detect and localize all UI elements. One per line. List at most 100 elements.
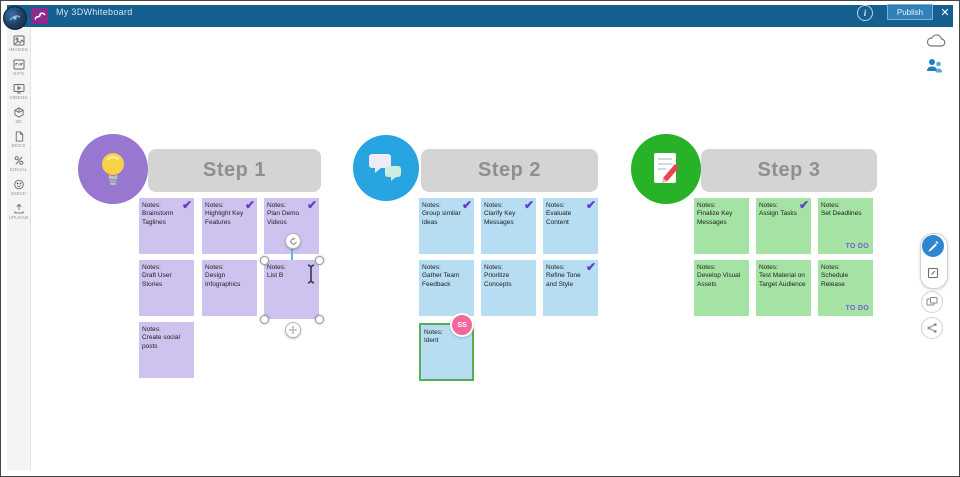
memo-pencil-icon xyxy=(654,153,679,183)
sidebar-item-upload[interactable]: UPLOAD xyxy=(7,203,30,220)
sticky-note[interactable]: Notes: Develop Visual Assets xyxy=(694,260,749,316)
note-text: Notes: Group similar ideas xyxy=(422,202,461,226)
check-icon: ✔ xyxy=(244,198,255,212)
check-icon: ✔ xyxy=(523,198,534,212)
rotate-handle[interactable] xyxy=(285,233,301,249)
upload-icon xyxy=(13,203,24,214)
media-sidebar: IMAGES GIFS VIDEOS 3D DOCS xyxy=(7,27,31,470)
step2-circle[interactable] xyxy=(353,135,419,201)
step2-banner[interactable]: Step 2 xyxy=(421,149,598,192)
note-icon xyxy=(927,267,939,279)
frames-icon xyxy=(926,297,938,306)
note-text: Notes: Gather Team Feedback xyxy=(422,264,460,288)
pen-tool-button[interactable] xyxy=(922,235,944,257)
sticky-note[interactable]: Notes: Evaluate Content ✔ xyxy=(543,198,598,254)
note-text: Notes: Design Infographics xyxy=(205,264,241,288)
note-text: Notes: Schedule Release xyxy=(821,264,849,288)
title-bar xyxy=(7,5,953,27)
sidebar-item-images[interactable]: IMAGES xyxy=(7,35,30,52)
speech-bubbles-icon xyxy=(369,154,401,181)
compass-icon xyxy=(9,15,21,21)
note-text: Notes: Brainstorm Taglines xyxy=(142,202,174,226)
note-tool-button[interactable] xyxy=(922,262,944,284)
note-text: Notes: Prioritize Concepts xyxy=(484,264,512,288)
publish-button[interactable]: Publish xyxy=(887,4,933,20)
sticky-note[interactable]: Notes: Draft User Stories xyxy=(139,260,194,316)
todo-label: TO DO xyxy=(845,242,869,250)
sidebar-item-social[interactable]: SOCIAL xyxy=(7,155,30,172)
image-icon xyxy=(13,35,24,46)
resize-handle-se[interactable] xyxy=(315,315,324,324)
app-logo-icon xyxy=(31,8,48,24)
resize-handle-sw[interactable] xyxy=(260,315,269,324)
text-cursor xyxy=(305,263,317,290)
note-text: Notes: Finalize Key Messages xyxy=(697,202,733,226)
rotate-connector xyxy=(291,247,293,260)
window-title: My 3DWhiteboard xyxy=(56,7,133,17)
check-icon: ✔ xyxy=(798,198,809,212)
todo-label: TO DO xyxy=(845,304,869,312)
note-text: Notes: Draft User Stories xyxy=(142,264,172,288)
close-button[interactable]: ✕ xyxy=(938,4,952,20)
step3-circle[interactable] xyxy=(631,134,701,204)
note-text: Notes: Clarify Key Messages xyxy=(484,202,516,226)
sticky-note[interactable]: Notes: Refine Tone and Style ✔ xyxy=(543,260,598,316)
check-icon: ✔ xyxy=(181,198,192,212)
sticky-note[interactable]: Notes: Schedule Release TO DO xyxy=(818,260,873,316)
sidebar-item-3d[interactable]: 3D xyxy=(7,107,30,124)
note-text: Notes: Refine Tone and Style xyxy=(546,264,581,288)
sticky-note[interactable]: Notes: Assign Tasks ✔ xyxy=(756,198,811,254)
sidebar-item-emoji[interactable]: EMOJI xyxy=(7,179,30,196)
3d-cube-icon xyxy=(13,107,24,118)
video-icon xyxy=(13,84,24,94)
check-icon: ✔ xyxy=(585,198,596,212)
step1-banner[interactable]: Step 1 xyxy=(148,149,321,192)
step1-circle[interactable] xyxy=(78,134,148,204)
info-icon: i xyxy=(863,8,867,18)
sticky-note[interactable]: Notes: Brainstorm Taglines ✔ xyxy=(139,198,194,254)
info-button[interactable]: i xyxy=(857,5,873,21)
sticky-note[interactable]: Notes: Prioritize Concepts xyxy=(481,260,536,316)
note-text: Notes: Ident xyxy=(424,329,443,345)
sticky-note[interactable]: Notes: Clarify Key Messages ✔ xyxy=(481,198,536,254)
share-tool-button[interactable] xyxy=(921,317,943,339)
check-icon: ✔ xyxy=(306,198,317,212)
note-text: Notes: Plan Demo Videos xyxy=(267,202,300,226)
collaborators-button[interactable] xyxy=(925,57,944,80)
sidebar-item-videos[interactable]: VIDEOS xyxy=(7,83,30,100)
sidebar-item-gifs[interactable]: GIFS xyxy=(7,59,30,76)
note-text: Notes: Assign Tasks xyxy=(759,202,797,218)
sticky-note-selected[interactable]: Notes: List B xyxy=(264,260,319,319)
note-text: Notes: Develop Visual Assets xyxy=(697,264,741,288)
sticky-note[interactable]: Notes: Test Material on Target Audience xyxy=(756,260,811,316)
note-text: Notes: Highlight Key Features xyxy=(205,202,244,226)
sticky-note[interactable]: Notes: Design Infographics xyxy=(202,260,257,316)
step3-banner[interactable]: Step 3 xyxy=(701,149,877,192)
resize-handle-ne[interactable] xyxy=(315,256,324,265)
check-icon: ✔ xyxy=(585,260,596,274)
move-icon xyxy=(288,325,298,335)
sticky-note[interactable]: Notes: Finalize Key Messages xyxy=(694,198,749,254)
cloud-sync-icon xyxy=(926,33,946,53)
note-text: Notes: List B xyxy=(267,264,286,280)
note-text: Notes: Set Deadlines xyxy=(821,202,862,218)
sidebar-item-docs[interactable]: DOCS xyxy=(7,131,30,148)
sticky-note[interactable]: Notes: Gather Team Feedback xyxy=(419,260,474,316)
pen-icon xyxy=(928,241,939,252)
sticky-note[interactable]: Notes: Highlight Key Features ✔ xyxy=(202,198,257,254)
share-icon xyxy=(927,323,937,333)
sticky-note[interactable]: Notes: Group similar ideas ✔ xyxy=(419,198,474,254)
sticky-note[interactable]: Notes: Create social posts xyxy=(139,322,194,378)
user-avatar[interactable] xyxy=(3,6,27,30)
collaborators-icon xyxy=(927,59,942,73)
document-icon xyxy=(15,131,23,142)
check-icon: ✔ xyxy=(461,198,472,212)
gif-icon xyxy=(13,59,24,70)
move-handle[interactable] xyxy=(285,322,301,338)
close-icon: ✕ xyxy=(940,6,950,19)
sticky-note[interactable]: Notes: Set Deadlines TO DO xyxy=(818,198,873,254)
frames-tool-button[interactable] xyxy=(921,291,943,313)
resize-handle-nw[interactable] xyxy=(260,256,269,265)
collaborator-badge: SS xyxy=(450,313,474,337)
